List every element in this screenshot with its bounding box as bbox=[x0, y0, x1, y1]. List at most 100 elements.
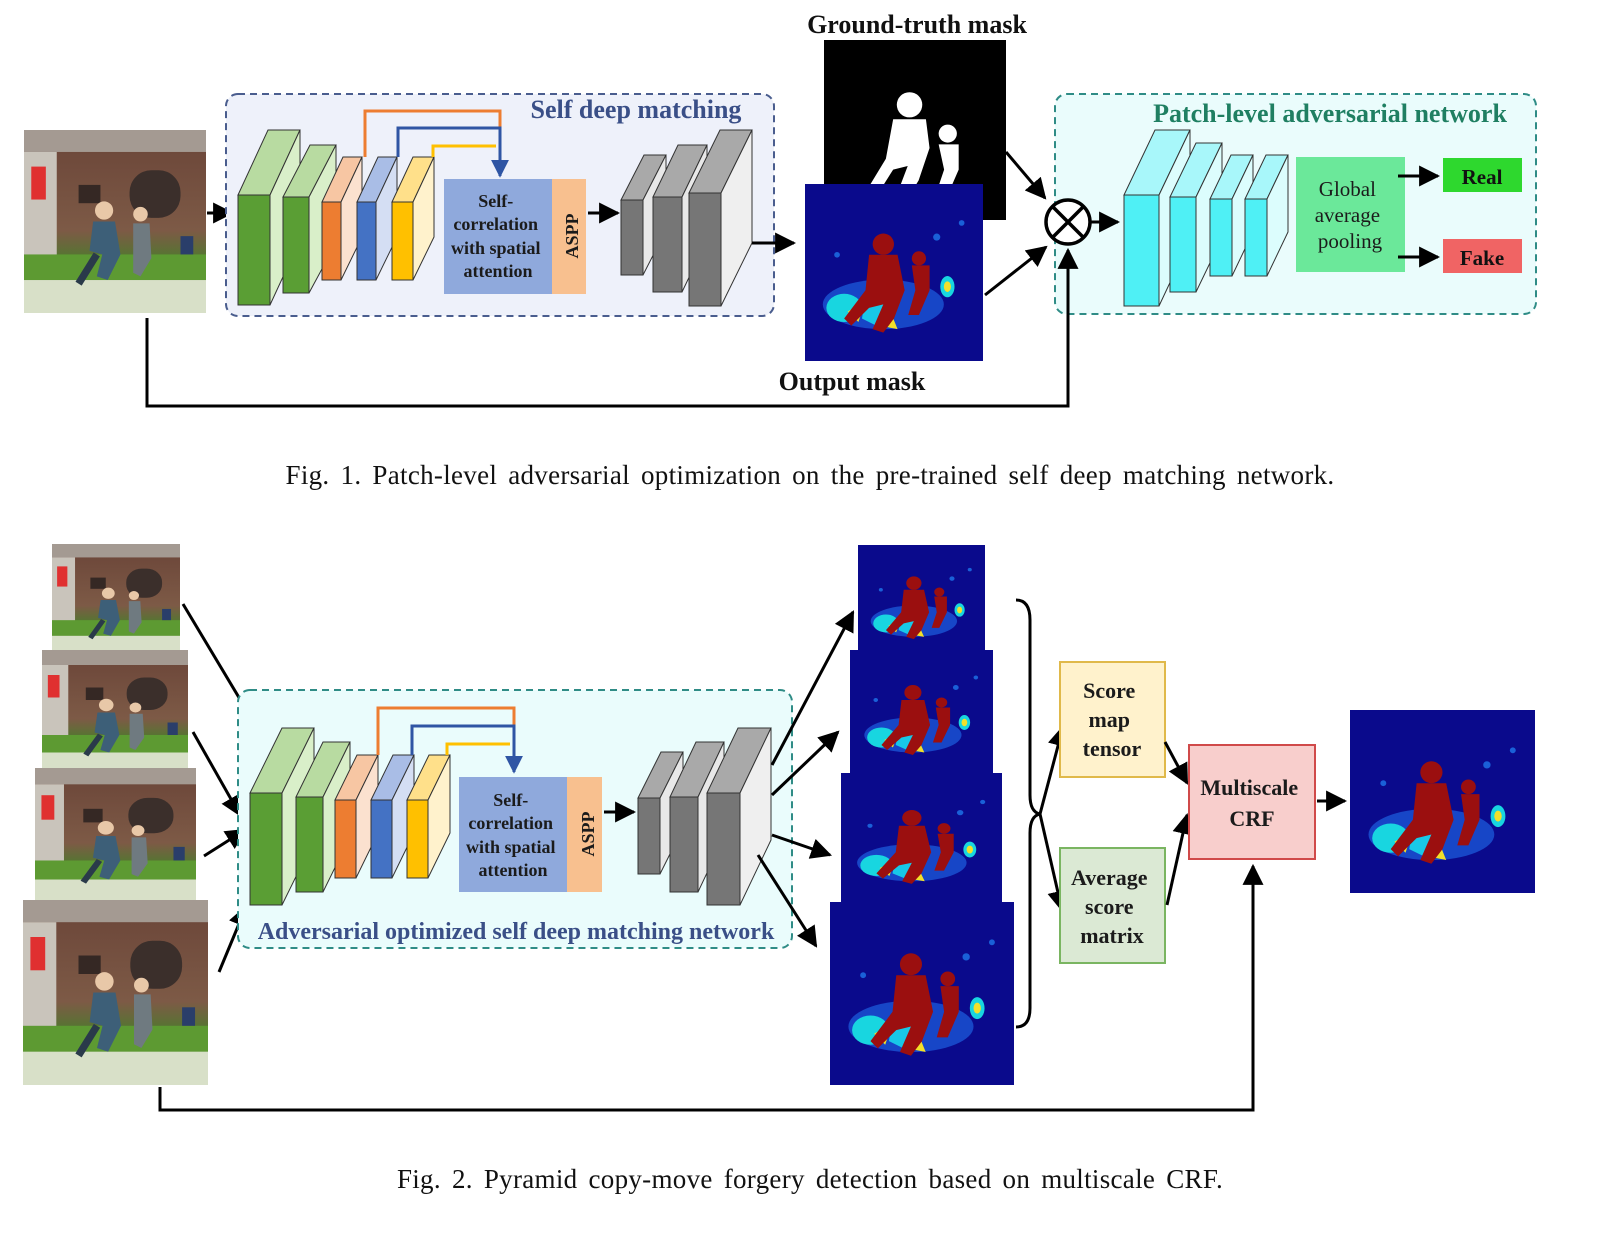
svg-text:Global average poo: Global average pooling bbox=[1315, 177, 1386, 253]
average-score-to-crf-arrow bbox=[1165, 812, 1194, 906]
score-tensor-line: Score bbox=[1083, 678, 1135, 703]
blue-block bbox=[356, 201, 377, 281]
self-correlation-line: correlation bbox=[468, 813, 553, 833]
blue-block bbox=[370, 799, 393, 879]
multiscale-crf-box bbox=[1188, 744, 1316, 860]
blue-skip-arrow bbox=[396, 126, 509, 178]
gap-line: Global bbox=[1319, 177, 1376, 201]
self-correlation-line: Self- bbox=[493, 790, 528, 810]
yellow-skip-line bbox=[445, 742, 510, 755]
input-to-crf-line bbox=[158, 863, 1264, 1112]
curly-brace bbox=[1015, 598, 1041, 1029]
yellow-block bbox=[406, 799, 429, 879]
output-mask-label: Output mask bbox=[779, 367, 926, 396]
orange-block bbox=[321, 201, 342, 281]
decoder-to-heatmap-arrow bbox=[770, 730, 840, 797]
decoder-to-heatmap-arrow bbox=[770, 610, 855, 766]
self-deep-matching-label: Self deep matching bbox=[531, 95, 742, 124]
optimized-network-label: Adversarial optimized self deep matching… bbox=[258, 919, 775, 945]
photo-to-network-arrow bbox=[191, 731, 242, 817]
orange-block bbox=[334, 799, 357, 879]
blue-skip-arrow bbox=[410, 724, 523, 774]
average-score-line: Average bbox=[1071, 865, 1148, 890]
cyan-block bbox=[1209, 198, 1233, 277]
output-mask bbox=[805, 184, 983, 361]
decoder-blocks-fig2 bbox=[637, 727, 772, 906]
cyan-block bbox=[1244, 198, 1268, 277]
output-to-multiply-arrow bbox=[984, 245, 1048, 297]
gap-line: average bbox=[1315, 203, 1380, 227]
encoder-blocks bbox=[237, 129, 435, 306]
figure-2: Adversarial optimized self deep matching… bbox=[23, 544, 1535, 1112]
score-map-scale-2 bbox=[850, 650, 993, 775]
gray-block bbox=[688, 192, 722, 307]
gap-line: pooling bbox=[1318, 229, 1383, 253]
self-correlation-line: attention bbox=[479, 860, 548, 880]
figure-2-caption: Fig. 2. Pyramid copy-move forgery detect… bbox=[396, 1164, 1224, 1194]
self-correlation-line: Self- bbox=[478, 191, 513, 211]
self-correlation-box bbox=[459, 777, 567, 892]
green-block bbox=[282, 196, 310, 294]
svg-text:Score map tensor: Score map tensor bbox=[1083, 678, 1142, 761]
green-block bbox=[249, 792, 283, 906]
aspp-label: ASPP bbox=[578, 811, 598, 856]
real-label: Real bbox=[1462, 165, 1503, 189]
score-map-scale-4 bbox=[830, 902, 1014, 1085]
self-correlation-line: with spatial bbox=[466, 837, 556, 857]
input-to-multiply-line bbox=[145, 247, 1079, 408]
input-photo-scale-2 bbox=[42, 650, 188, 775]
svg-text:Multiscale CRF: Multiscale CRF bbox=[1200, 775, 1303, 831]
gray-block bbox=[652, 196, 683, 293]
aspp-label: ASPP bbox=[562, 213, 582, 258]
gt-to-multiply-arrow bbox=[1004, 151, 1047, 200]
input-photo-scale-3 bbox=[35, 768, 196, 904]
gray-block bbox=[669, 796, 699, 893]
input-photo bbox=[24, 130, 206, 313]
average-score-line: matrix bbox=[1080, 923, 1144, 948]
gray-block bbox=[637, 797, 661, 875]
ground-truth-label: Ground-truth mask bbox=[807, 10, 1027, 39]
decoder-blocks bbox=[620, 129, 753, 307]
real-box bbox=[1443, 158, 1522, 192]
figure-1-caption: Fig. 1. Patch-level adversarial optimiza… bbox=[285, 460, 1335, 490]
decoder-to-heatmap-arrow bbox=[771, 833, 832, 859]
yellow-block bbox=[391, 201, 414, 281]
crf-line: Multiscale bbox=[1200, 775, 1298, 800]
score-map-tensor-box bbox=[1059, 661, 1166, 778]
svg-text:Self- correlation: Self- correlation with spatial attention bbox=[451, 191, 545, 281]
self-correlation-line: with spatial bbox=[451, 238, 541, 258]
fake-label: Fake bbox=[1460, 246, 1504, 270]
yellow-skip-line bbox=[431, 144, 496, 157]
crf-line: CRF bbox=[1229, 806, 1274, 831]
figure-1: Self deep matching Self- c bbox=[24, 10, 1537, 408]
global-average-pooling-box bbox=[1296, 157, 1405, 272]
cyan-block bbox=[1123, 194, 1160, 307]
discriminator-blocks bbox=[1123, 129, 1289, 307]
average-score-line: score bbox=[1085, 894, 1134, 919]
brace-to-average-score-arrow bbox=[1038, 813, 1069, 913]
encoder-blocks-fig2 bbox=[249, 727, 451, 906]
input-photo-scale-1 bbox=[52, 544, 180, 656]
score-map-scale-1 bbox=[858, 545, 985, 657]
svg-text:Self- correlation: Self- correlation with spatial attention bbox=[466, 790, 560, 880]
self-correlation-box bbox=[444, 179, 552, 294]
average-score-matrix-box bbox=[1059, 847, 1166, 964]
cyan-block bbox=[1169, 196, 1197, 293]
score-tensor-line: tensor bbox=[1083, 736, 1142, 761]
svg-text:Average score matr: Average score matrix bbox=[1071, 865, 1153, 948]
score-map-scale-3 bbox=[841, 773, 1002, 905]
self-correlation-line: correlation bbox=[453, 214, 538, 234]
fake-box bbox=[1443, 239, 1522, 273]
score-tensor-line: map bbox=[1088, 707, 1130, 732]
green-block bbox=[237, 194, 271, 306]
gray-block bbox=[620, 199, 644, 276]
self-correlation-line: attention bbox=[464, 261, 533, 281]
aspp-box bbox=[552, 179, 586, 294]
gray-block bbox=[706, 792, 741, 906]
aspp-box bbox=[567, 777, 602, 892]
final-detection-map bbox=[1350, 710, 1535, 893]
decoder-to-heatmap-arrow bbox=[756, 854, 818, 948]
score-tensor-to-crf-arrow bbox=[1163, 741, 1189, 785]
